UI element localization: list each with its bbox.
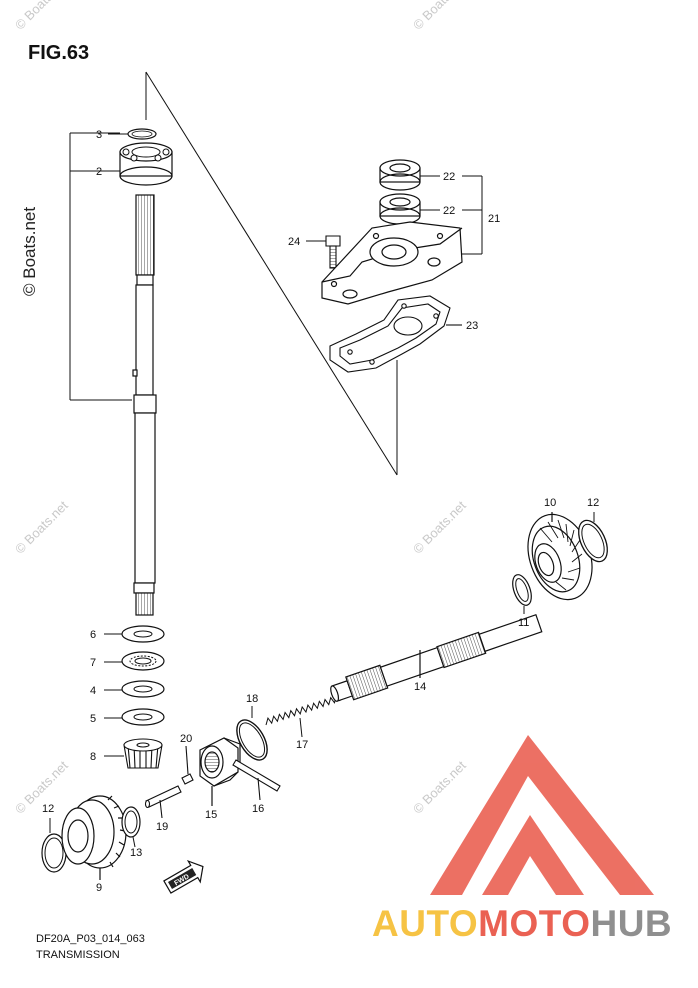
callout-17: 17 bbox=[296, 739, 308, 751]
washer-4 bbox=[121, 680, 165, 698]
rod-16 bbox=[232, 759, 281, 801]
brand-part-auto: AUTO bbox=[372, 903, 479, 944]
pin-20 bbox=[181, 745, 194, 785]
callout-16: 16 bbox=[252, 803, 264, 815]
snap-ring-3 bbox=[127, 128, 157, 140]
callout-4: 4 bbox=[90, 685, 96, 697]
callout-12-lower: 12 bbox=[42, 803, 54, 815]
callout-19: 19 bbox=[156, 821, 168, 833]
callout-22-bottom: 22 bbox=[443, 205, 455, 217]
leader-triangle bbox=[145, 71, 398, 476]
leaders-left bbox=[104, 133, 128, 757]
callout-9: 9 bbox=[96, 882, 102, 894]
callout-12-upper: 12 bbox=[587, 497, 599, 509]
brand-logo-icon bbox=[430, 735, 654, 895]
callout-22-top: 22 bbox=[443, 171, 455, 183]
shim-13 bbox=[121, 806, 141, 848]
housing-21 bbox=[321, 221, 463, 305]
brand-part-hub: HUB bbox=[590, 903, 673, 944]
callout-2: 2 bbox=[96, 166, 102, 178]
callout-8: 8 bbox=[90, 751, 96, 763]
brand-wordmark: AUTOMOTOHUB bbox=[372, 905, 672, 942]
diagram-caption: TRANSMISSION bbox=[36, 949, 120, 961]
callout-labels: 3 2 6 7 4 5 8 12 9 13 19 20 15 16 18 17 … bbox=[42, 129, 599, 894]
forward-gear-10 bbox=[527, 512, 593, 601]
callout-6: 6 bbox=[90, 629, 96, 641]
callout-20: 20 bbox=[180, 733, 192, 745]
reverse-gear-9 bbox=[61, 795, 127, 880]
bolt-24 bbox=[306, 235, 341, 269]
propeller-shaft-14 bbox=[330, 613, 543, 702]
callout-15: 15 bbox=[205, 809, 217, 821]
callout-7: 7 bbox=[90, 657, 96, 669]
shim-12-lower bbox=[41, 818, 67, 873]
diagram-code: DF20A_P03_014_063 bbox=[36, 933, 145, 945]
fwd-arrow-icon: FWD bbox=[163, 859, 204, 894]
shim-11 bbox=[512, 574, 532, 614]
bearing-2 bbox=[119, 142, 173, 186]
oil-seal-22-top bbox=[379, 159, 421, 191]
callout-11: 11 bbox=[518, 617, 529, 629]
pin-19 bbox=[144, 785, 182, 819]
callout-10: 10 bbox=[544, 497, 556, 509]
callout-21: 21 bbox=[488, 213, 500, 225]
pinion-gear-8 bbox=[123, 738, 163, 769]
washer-6 bbox=[121, 625, 165, 643]
washer-5 bbox=[121, 708, 165, 726]
callout-13: 13 bbox=[130, 847, 142, 859]
spring-17 bbox=[265, 694, 341, 738]
shim-12-upper bbox=[578, 512, 608, 563]
brand-part-moto: MOTO bbox=[478, 903, 591, 944]
clutch-15 bbox=[199, 737, 241, 806]
bracket-2-3 bbox=[69, 132, 132, 401]
callout-23: 23 bbox=[466, 320, 478, 332]
callout-18: 18 bbox=[246, 693, 258, 705]
ring-18 bbox=[236, 706, 268, 761]
callout-24: 24 bbox=[288, 236, 300, 248]
callout-3: 3 bbox=[96, 129, 102, 141]
drive-shaft bbox=[132, 194, 157, 616]
gasket-23 bbox=[329, 295, 462, 373]
thrust-bearing-7 bbox=[121, 651, 165, 671]
oil-seal-22-bottom bbox=[379, 193, 421, 225]
callout-5: 5 bbox=[90, 713, 96, 725]
watermark-vertical: © Boats.net bbox=[20, 206, 39, 296]
figure-title: FIG.63 bbox=[28, 42, 90, 64]
callout-14: 14 bbox=[414, 681, 426, 693]
